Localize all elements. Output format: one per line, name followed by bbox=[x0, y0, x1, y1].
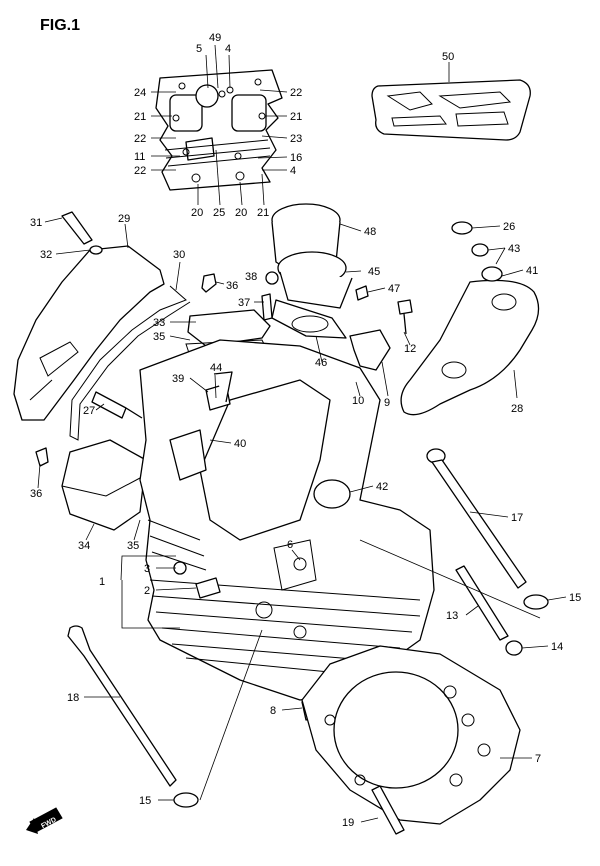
callout-21-bottom: 21 bbox=[257, 207, 269, 219]
side-cover-left bbox=[13, 245, 165, 421]
bolt-47 bbox=[355, 285, 369, 301]
callout-31: 31 bbox=[30, 217, 42, 229]
callout-17: 17 bbox=[511, 512, 523, 524]
leader-lines bbox=[37, 44, 567, 823]
cover-gasket-strip bbox=[69, 285, 191, 441]
figure-title: FIG.1 bbox=[40, 17, 80, 34]
callout-18: 18 bbox=[67, 692, 79, 704]
side-cover-right bbox=[400, 221, 540, 416]
bolt-17 bbox=[426, 448, 549, 610]
callout-36-left: 36 bbox=[30, 488, 42, 500]
callout-42: 42 bbox=[376, 481, 388, 493]
callout-21-right: 21 bbox=[290, 111, 302, 123]
callout-19: 19 bbox=[342, 817, 354, 829]
callout-33: 33 bbox=[153, 317, 165, 329]
forward-direction-arrow: FWD bbox=[26, 807, 63, 834]
stud-37 bbox=[261, 293, 273, 321]
stud-13 bbox=[455, 565, 509, 641]
callout-48: 48 bbox=[364, 226, 376, 238]
callout-36-top: 36 bbox=[226, 280, 238, 292]
callout-44: 44 bbox=[210, 362, 222, 374]
intake-boot bbox=[271, 203, 353, 339]
callout-12: 12 bbox=[404, 343, 416, 355]
callout-35-top: 35 bbox=[153, 331, 165, 343]
callout-16: 16 bbox=[290, 152, 302, 164]
callout-46: 46 bbox=[315, 357, 327, 369]
callout-10: 10 bbox=[352, 395, 364, 407]
bolt-36-top bbox=[201, 273, 217, 293]
callout-4-top: 4 bbox=[225, 43, 231, 55]
callout-49: 49 bbox=[209, 32, 221, 44]
callout-11: 11 bbox=[134, 151, 145, 163]
water-joint-9 bbox=[349, 329, 391, 371]
callout-labels: 49 5 4 24 21 22 11 22 22 21 23 16 4 20 2… bbox=[30, 32, 581, 829]
callout-22-right: 22 bbox=[290, 87, 302, 99]
callout-23: 23 bbox=[290, 133, 302, 145]
callout-28: 28 bbox=[511, 403, 523, 415]
callout-40: 40 bbox=[234, 438, 246, 450]
callout-21-left: 21 bbox=[134, 111, 146, 123]
callout-47: 47 bbox=[388, 283, 400, 295]
cylinder-head-main bbox=[139, 339, 435, 701]
callout-32: 32 bbox=[40, 249, 52, 261]
callout-3: 3 bbox=[144, 563, 150, 575]
callout-8: 8 bbox=[270, 705, 276, 717]
callout-22-left-b: 22 bbox=[134, 165, 146, 177]
callout-45: 45 bbox=[368, 266, 380, 278]
callout-25: 25 bbox=[213, 207, 225, 219]
bolt-12 bbox=[397, 299, 413, 335]
bolt-and-washer bbox=[61, 211, 103, 255]
callout-15-right: 15 bbox=[569, 592, 581, 604]
callout-20-right: 20 bbox=[235, 207, 247, 219]
fitting-38 bbox=[265, 271, 279, 285]
callout-37: 37 bbox=[238, 297, 250, 309]
callout-26: 26 bbox=[503, 221, 515, 233]
bolt-19 bbox=[371, 785, 405, 835]
insulator-pad bbox=[371, 79, 531, 141]
callout-5: 5 bbox=[196, 43, 202, 55]
callout-29: 29 bbox=[118, 213, 130, 225]
callout-24: 24 bbox=[134, 87, 146, 99]
callout-35-bottom: 35 bbox=[127, 540, 139, 552]
callout-20-left: 20 bbox=[191, 207, 203, 219]
callout-6: 6 bbox=[287, 539, 293, 551]
head-gasket-7 bbox=[301, 645, 521, 825]
head-cover-34 bbox=[35, 439, 147, 531]
callout-13: 13 bbox=[446, 610, 458, 622]
callout-4-right: 4 bbox=[290, 165, 296, 177]
callout-41: 41 bbox=[526, 265, 538, 277]
callout-34: 34 bbox=[78, 540, 90, 552]
callout-27: 27 bbox=[83, 405, 95, 417]
callout-1: 1 bbox=[99, 576, 105, 588]
head-top-view bbox=[155, 69, 283, 191]
callout-43: 43 bbox=[508, 243, 520, 255]
callout-2: 2 bbox=[144, 585, 150, 597]
callout-30: 30 bbox=[173, 249, 185, 261]
callout-9: 9 bbox=[384, 397, 390, 409]
callout-14: 14 bbox=[551, 641, 563, 653]
stud-18 bbox=[67, 625, 199, 808]
callout-7: 7 bbox=[535, 753, 541, 765]
callout-50: 50 bbox=[442, 51, 454, 63]
callout-38: 38 bbox=[245, 271, 257, 283]
callout-22-left-a: 22 bbox=[134, 133, 146, 145]
nut-14 bbox=[505, 640, 523, 656]
callout-15-left: 15 bbox=[139, 795, 151, 807]
callout-39: 39 bbox=[172, 373, 184, 385]
spark-plug-27 bbox=[91, 391, 143, 419]
